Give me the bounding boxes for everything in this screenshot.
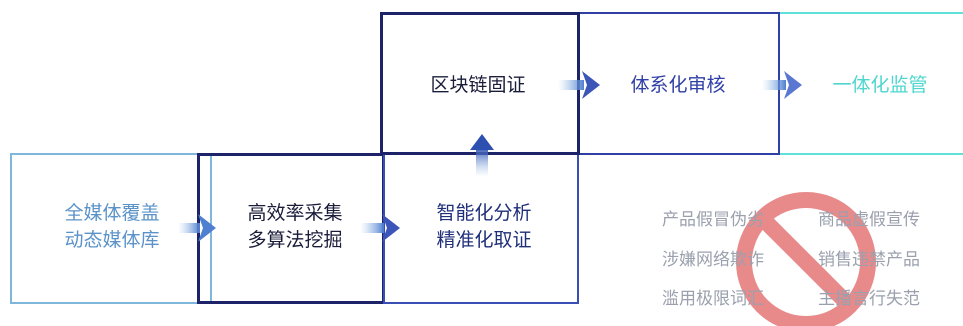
stage-line-1: 高效率采集 [247, 202, 343, 224]
stage-media-coverage-label: 全媒体覆盖 动态媒体库 [22, 200, 202, 254]
stage-box-supervision [780, 12, 963, 155]
arrow-right-icon [360, 214, 400, 242]
stage-line-2: 多算法挖掘 [247, 229, 343, 251]
stage-line-1: 智能化分析 [436, 202, 532, 224]
arrow-right-icon [558, 71, 600, 99]
arrow-right-icon [178, 214, 216, 242]
stage-collection-label: 高效率采集 多算法挖掘 [210, 200, 380, 254]
violation-item: 滥用极限词汇 [662, 289, 764, 309]
violation-item: 销售违禁产品 [818, 250, 920, 270]
violation-item: 涉嫌网络欺诈 [662, 250, 764, 270]
stage-review-label: 体系化审核 [630, 74, 726, 96]
violation-item: 产品假冒伪劣 [662, 210, 764, 230]
arrow-up-icon [470, 134, 494, 177]
violation-item: 商品虚假宣传 [818, 210, 920, 230]
stage-line-1: 全媒体覆盖 [64, 202, 160, 224]
stage-analysis-label: 智能化分析 精准化取证 [395, 200, 573, 254]
arrow-right-icon [762, 71, 802, 99]
stage-supervision-label: 一体化监管 [832, 74, 928, 96]
violation-item: 主播言行失范 [818, 289, 920, 309]
stage-line-2: 动态媒体库 [64, 229, 160, 251]
prohibition-icon [736, 192, 876, 326]
stage-line-2: 精准化取证 [436, 229, 532, 251]
stage-blockchain-label: 区块链固证 [430, 74, 526, 96]
